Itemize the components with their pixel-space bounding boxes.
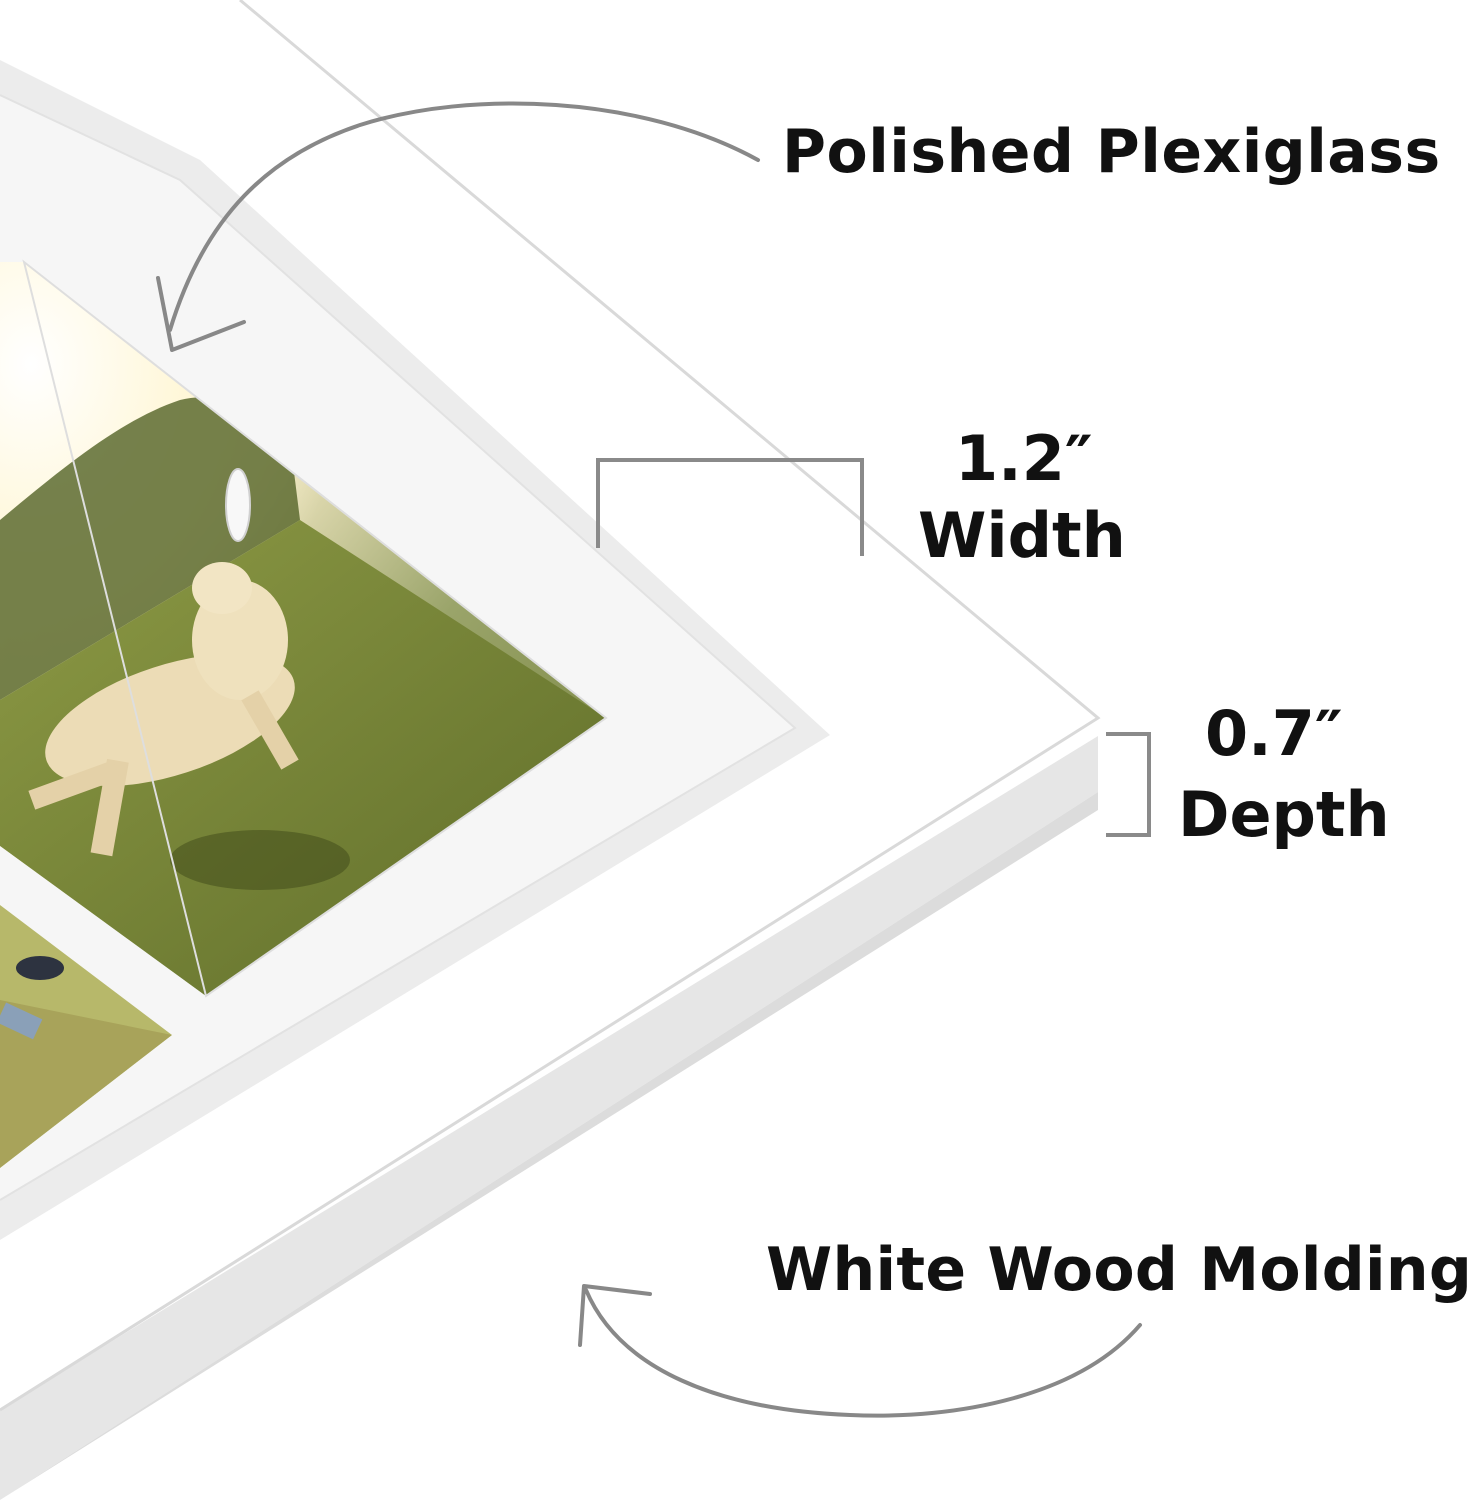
width-word-label: Width: [918, 499, 1126, 572]
frame-outer-edge: [0, 0, 1101, 1412]
dimension-bracket-icon: [1106, 732, 1151, 837]
molding-label: White Wood Molding: [766, 1235, 1467, 1305]
curved-arrow-icon: [584, 1288, 1142, 1418]
arrow-head-bottom: [578, 1284, 652, 1347]
mat-edge: [0, 94, 797, 1201]
frame-side-shadow: [0, 792, 1098, 1500]
frame-side: [0, 736, 1098, 1500]
depth-word-label: Depth: [1178, 778, 1390, 851]
arrow-head-top: [156, 276, 246, 352]
dimension-bracket-icon: [596, 458, 864, 556]
dog-photo-border: [22, 259, 608, 998]
plexiglass-label: Polished Plexiglass: [782, 117, 1441, 187]
depth-value-label: 0.7″: [1205, 697, 1343, 770]
curved-arrow-icon: [168, 101, 760, 332]
width-value-label: 1.2″: [955, 422, 1093, 495]
